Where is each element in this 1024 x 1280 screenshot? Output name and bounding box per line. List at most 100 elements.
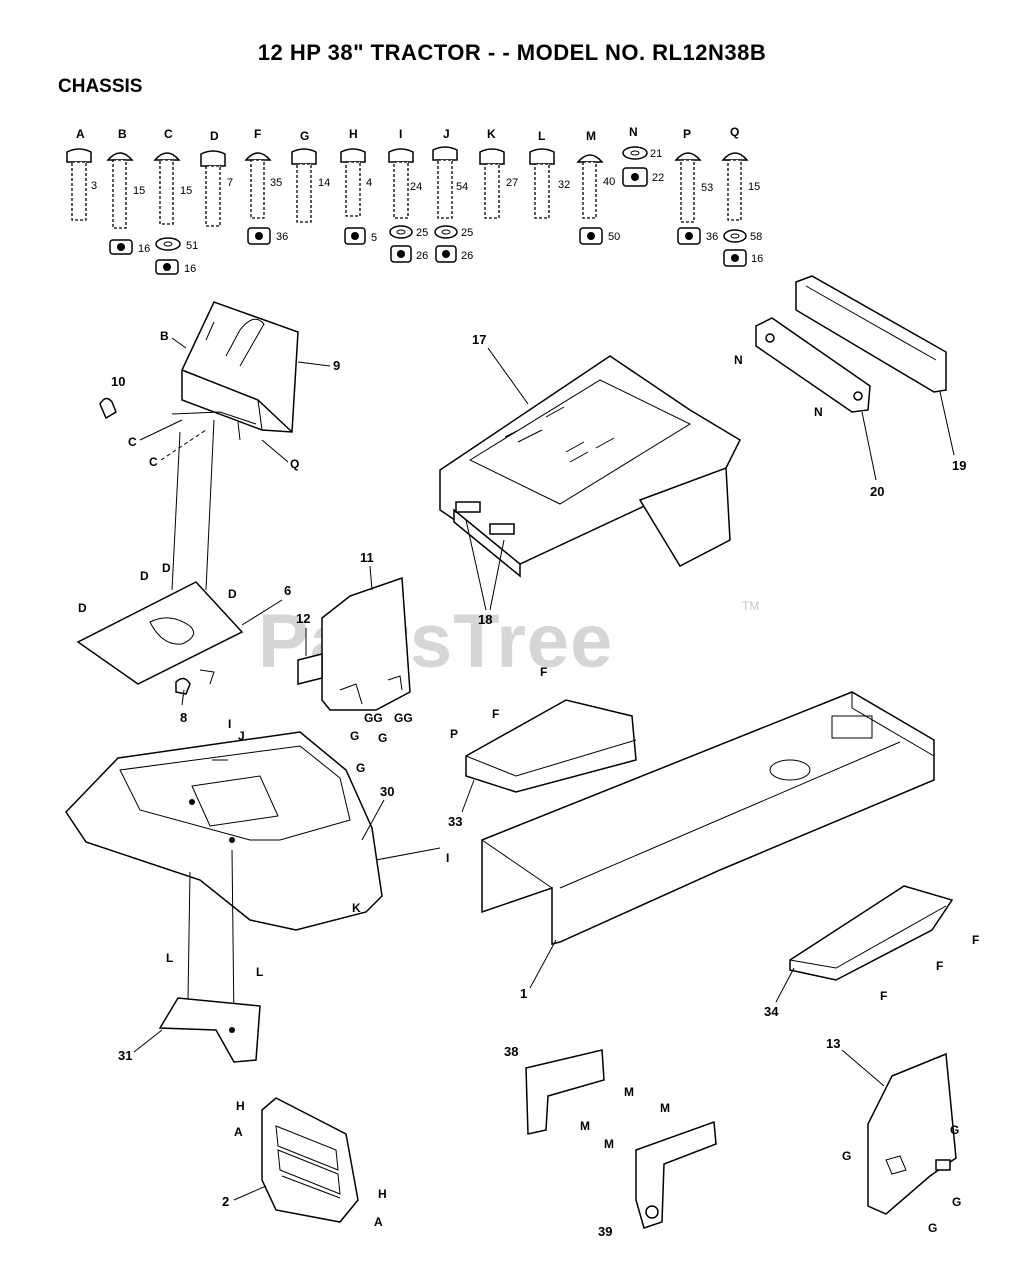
hw-qty-i-1: 25	[416, 227, 428, 239]
bolt-f-icon	[244, 152, 272, 219]
hw-letter-m[interactable]: M	[586, 129, 596, 143]
decal-12-part[interactable]	[297, 653, 323, 685]
bolt-i-icon	[388, 148, 414, 219]
nut-m-icon	[579, 227, 603, 245]
hw-qty-c-2: 16	[184, 263, 196, 275]
ref-f-foot-3: F	[880, 989, 887, 1003]
bumper-part[interactable]	[795, 275, 947, 393]
hw-letter-g[interactable]: G	[300, 129, 309, 143]
ref-a-front-2: A	[374, 1215, 383, 1229]
seat-pad-part[interactable]	[465, 699, 637, 793]
washer-c-icon	[155, 237, 181, 251]
side-panel-13-part[interactable]	[867, 1052, 957, 1215]
ref-m-38-1: M	[624, 1085, 634, 1099]
hw-letter-n[interactable]: N	[629, 125, 638, 139]
ref-g-3: G	[356, 761, 365, 775]
bolt-q-icon	[721, 152, 749, 221]
hw-letter-h[interactable]: H	[349, 127, 358, 141]
side-panel-part[interactable]	[321, 576, 411, 711]
hw-letter-b[interactable]: B	[118, 127, 127, 141]
ref-gg-1: GG	[364, 711, 383, 725]
callout-33: 33	[448, 814, 462, 829]
callout-31: 31	[118, 1048, 132, 1063]
nut-j-icon	[435, 245, 457, 263]
ref-g-1: G	[350, 729, 359, 743]
washer-n-icon	[622, 146, 648, 160]
callout-11: 11	[360, 550, 374, 565]
ref-q-dash: Q	[290, 457, 299, 471]
bracket-38-part[interactable]	[525, 1049, 605, 1135]
clip-10-part[interactable]	[99, 397, 117, 420]
callout-38: 38	[504, 1044, 518, 1059]
ref-g-13-1: G	[950, 1123, 959, 1137]
hw-qty-k-0: 27	[506, 177, 518, 189]
floor-plate-part[interactable]	[76, 581, 244, 695]
footrest-part[interactable]	[789, 885, 954, 981]
nut-n-icon	[622, 167, 648, 187]
hw-letter-q[interactable]: Q	[730, 125, 739, 139]
hw-qty-j-1: 25	[461, 227, 473, 239]
ref-m-39-1: M	[660, 1101, 670, 1115]
hw-letter-j[interactable]: J	[443, 127, 450, 141]
hw-qty-i-2: 26	[416, 250, 428, 262]
hw-qty-b-1: 16	[138, 243, 150, 255]
hw-letter-l[interactable]: L	[538, 129, 545, 143]
hw-letter-a[interactable]: A	[76, 127, 85, 141]
callout-19: 19	[952, 458, 966, 473]
bolt-g-icon	[291, 148, 317, 223]
hw-qty-b-0: 15	[133, 185, 145, 197]
ref-d-3: D	[162, 561, 171, 575]
hw-letter-f[interactable]: F	[254, 127, 261, 141]
ref-d-2: D	[140, 569, 149, 583]
hw-letter-k[interactable]: K	[487, 127, 496, 141]
hw-qty-j-2: 26	[461, 250, 473, 262]
callout-20: 20	[870, 484, 884, 499]
nut-p-icon	[677, 227, 701, 245]
ref-i-fender: I	[228, 717, 231, 731]
hw-qty-i-0: 24	[410, 181, 422, 193]
ref-b-dash: B	[160, 329, 169, 343]
ref-d-1: D	[78, 601, 87, 615]
fender-bracket-part[interactable]	[158, 997, 261, 1063]
hw-letter-d[interactable]: D	[210, 129, 219, 143]
ref-j-fender: J	[238, 729, 245, 743]
ref-n-2: N	[814, 405, 823, 419]
dash-panel-part[interactable]	[171, 301, 299, 441]
callout-8: 8	[180, 710, 187, 725]
ref-k-fender: K	[352, 901, 361, 915]
hw-qty-p-1: 36	[706, 231, 718, 243]
hw-qty-n-1: 22	[652, 172, 664, 184]
hw-qty-l-0: 32	[558, 179, 570, 191]
ref-f-seat-2: F	[492, 707, 499, 721]
ref-n-1: N	[734, 353, 743, 367]
ref-g-13-3: G	[952, 1195, 961, 1209]
ref-f-foot-1: F	[972, 933, 979, 947]
bolt-h-icon	[340, 148, 366, 217]
ref-h-front-2: H	[378, 1187, 387, 1201]
hw-qty-q-2: 16	[751, 253, 763, 265]
hw-qty-n-0: 21	[650, 148, 662, 160]
hw-qty-q-0: 15	[748, 181, 760, 193]
hw-letter-i[interactable]: I	[399, 127, 402, 141]
callout-6: 6	[284, 583, 291, 598]
chassis-frame-part[interactable]	[481, 691, 935, 945]
ref-a-front-1: A	[234, 1125, 243, 1139]
hw-qty-j-0: 54	[456, 181, 468, 193]
front-panel-part[interactable]	[261, 1097, 359, 1223]
hw-qty-h-1: 5	[371, 232, 377, 244]
ref-m-38-2: M	[580, 1119, 590, 1133]
bumper-bracket-part[interactable]	[755, 317, 871, 413]
hw-letter-c[interactable]: C	[164, 127, 173, 141]
nut-b-icon	[109, 239, 133, 255]
bracket-39-part[interactable]	[635, 1120, 717, 1229]
hw-qty-q-1: 58	[750, 231, 762, 243]
hw-letter-p[interactable]: P	[683, 127, 691, 141]
fender-part[interactable]	[65, 731, 441, 931]
bolt-b-icon	[106, 152, 134, 229]
ref-g-13-2: G	[842, 1149, 851, 1163]
nut-q-icon	[723, 249, 747, 267]
callout-34: 34	[764, 1004, 779, 1019]
hood-part[interactable]	[439, 355, 741, 578]
ref-d-4: D	[228, 587, 237, 601]
